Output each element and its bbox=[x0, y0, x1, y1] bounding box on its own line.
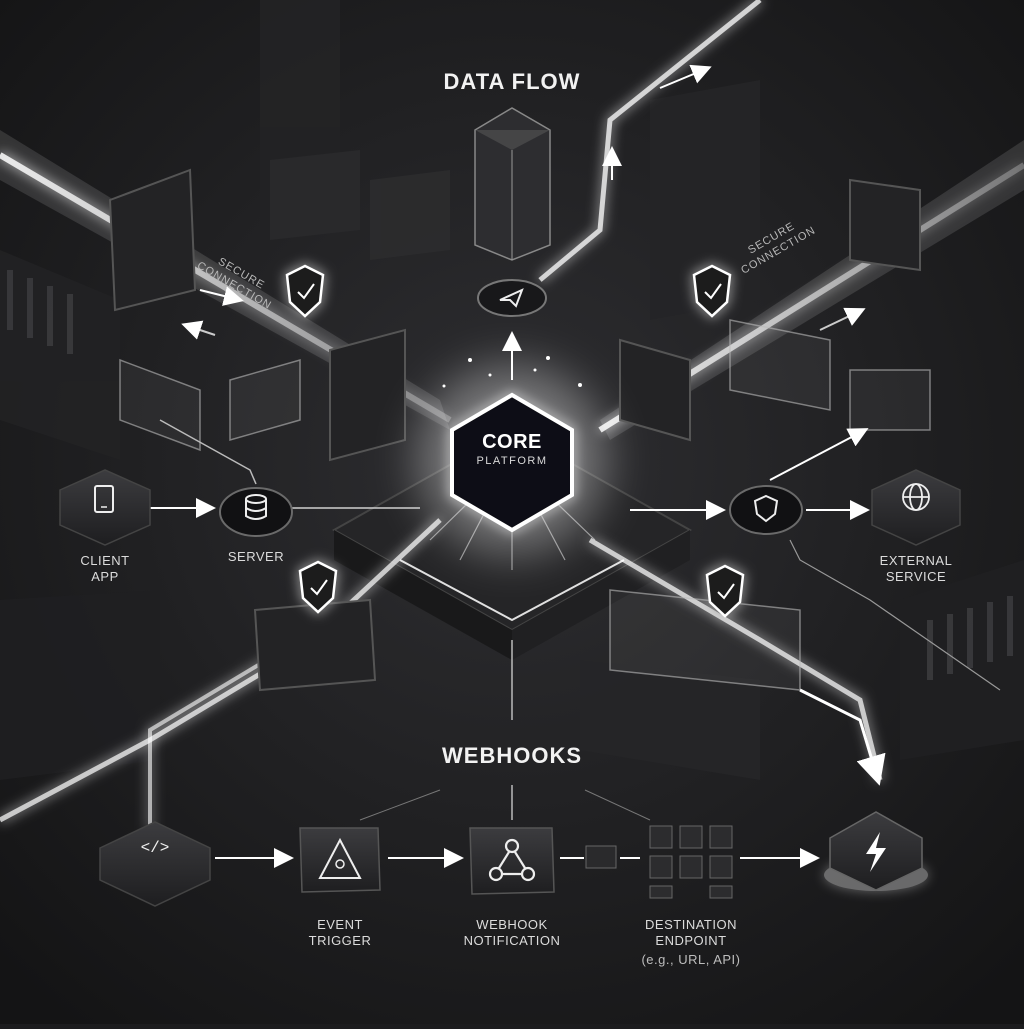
destination-endpoint-node bbox=[649, 825, 733, 899]
destination-note-label: (e.g., URL, API) bbox=[641, 952, 741, 967]
left-pipe-return-arrow bbox=[181, 320, 216, 340]
prism bbox=[474, 107, 551, 261]
database-icon bbox=[245, 494, 267, 520]
webhook-icon bbox=[488, 838, 536, 882]
shield-icon bbox=[753, 494, 779, 523]
core-hexagon bbox=[450, 392, 574, 533]
client-app-label: CLIENT APP bbox=[80, 553, 130, 585]
external-guide-line bbox=[789, 539, 1001, 691]
client-app-node bbox=[59, 469, 151, 546]
glass-panels bbox=[119, 319, 931, 691]
right-pipe-arrow bbox=[819, 307, 866, 331]
pipe-clamps bbox=[108, 168, 921, 692]
left-pipe-arrow bbox=[199, 286, 244, 306]
external-service-node bbox=[871, 469, 961, 546]
grid-icon bbox=[649, 825, 733, 899]
background-structures bbox=[7, 150, 1013, 680]
connector-chip bbox=[585, 845, 617, 869]
server-feed-line bbox=[159, 419, 257, 485]
tablet-icon bbox=[94, 485, 114, 513]
destination-endpoint-label: DESTINATION ENDPOINT bbox=[645, 917, 737, 949]
to-power-arrow bbox=[799, 688, 886, 786]
code-node: </> bbox=[99, 821, 211, 907]
gateway-node bbox=[729, 485, 803, 535]
title-webhooks: WEBHOOKS bbox=[442, 743, 582, 768]
lightning-icon bbox=[866, 832, 886, 872]
globe-icon bbox=[902, 483, 930, 511]
core-top-node bbox=[477, 279, 547, 317]
server-node bbox=[219, 487, 293, 537]
shield-icon bbox=[285, 264, 745, 618]
gateway-up-arrow bbox=[769, 428, 869, 481]
top-right-arrow bbox=[659, 64, 712, 89]
guide-right bbox=[584, 789, 651, 821]
title-data-flow: DATA FLOW bbox=[443, 69, 581, 94]
power-node bbox=[824, 811, 928, 891]
webhook-notification-node bbox=[469, 827, 555, 895]
core-title: CORE bbox=[482, 431, 542, 453]
server-label: SERVER bbox=[227, 549, 285, 564]
external-service-label: EXTERNAL SERVICE bbox=[879, 553, 953, 585]
guide-left bbox=[359, 789, 441, 821]
triangle-icon bbox=[318, 837, 362, 879]
event-trigger-label: EVENT TRIGGER bbox=[308, 917, 372, 949]
code-icon: </> bbox=[141, 839, 170, 857]
webhook-notification-label: WEBHOOK NOTIFICATION bbox=[463, 917, 561, 949]
sparkles bbox=[442, 356, 582, 388]
send-icon bbox=[499, 288, 524, 308]
core-subtitle: PLATFORM bbox=[476, 455, 548, 467]
event-trigger-node bbox=[299, 827, 381, 893]
